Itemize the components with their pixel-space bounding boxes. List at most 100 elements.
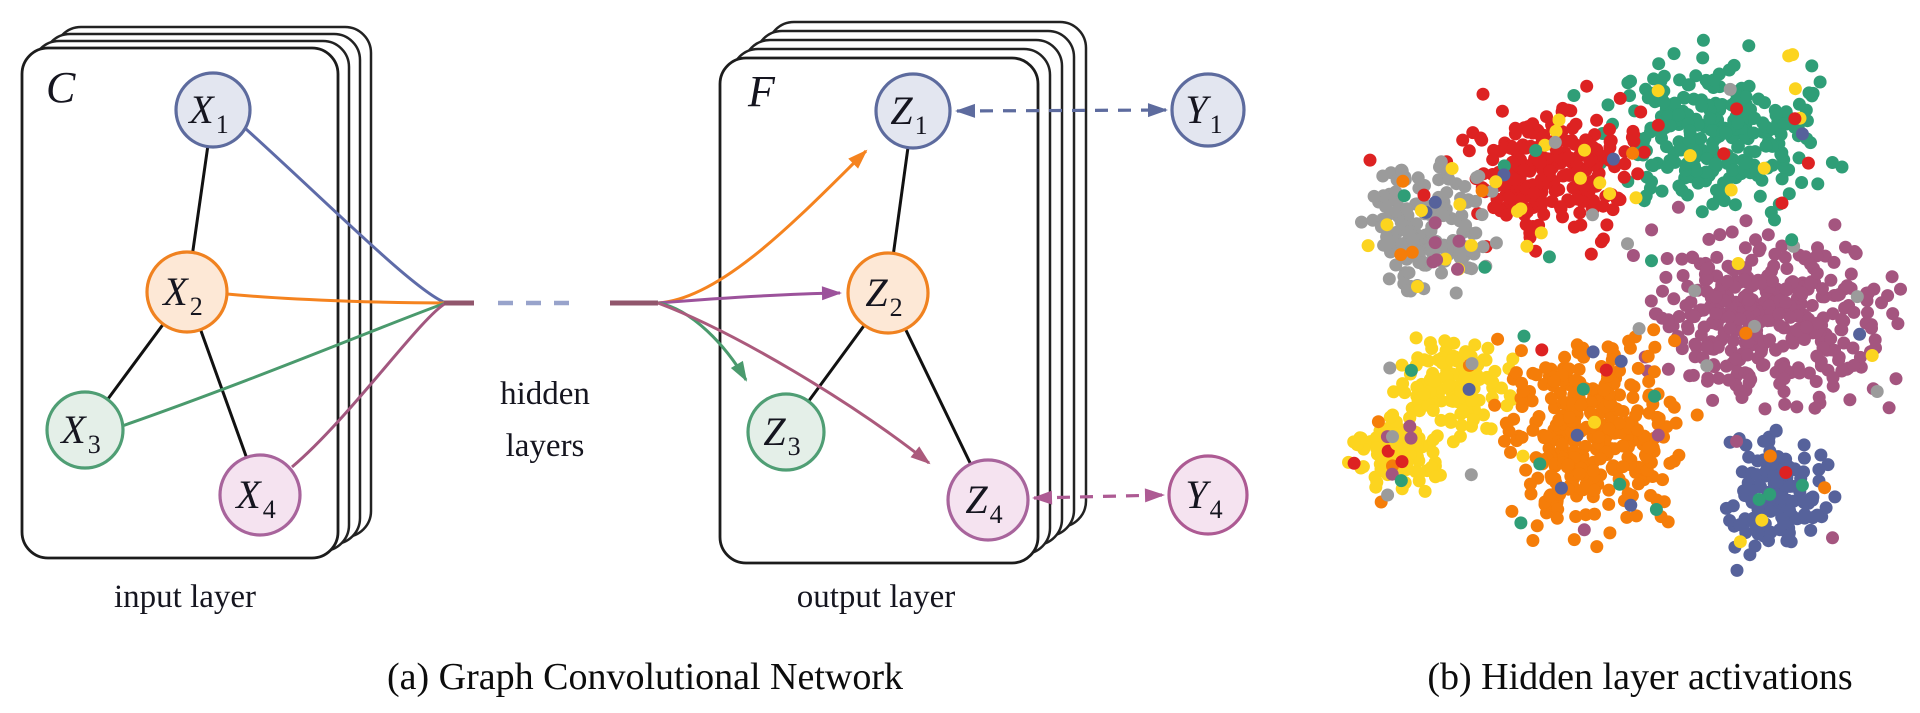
data-point [1642,441,1656,455]
data-point [1773,319,1787,333]
data-point [1657,69,1671,83]
data-point [1355,215,1368,229]
fanin-line-X1 [244,127,447,305]
data-point [1754,345,1768,359]
data-point [1814,448,1828,462]
data-point [1488,398,1502,412]
data-point [1565,134,1579,147]
data-point [1616,460,1630,474]
data-point [1723,321,1737,335]
data-point [1655,311,1669,325]
data-point [1697,303,1711,317]
data-point [1569,510,1583,523]
link-Z1-Y1 [955,103,1168,118]
data-point [1481,341,1495,355]
data-point [1570,428,1584,442]
data-point [1452,234,1466,248]
data-point [1686,368,1700,382]
data-point [1395,164,1409,178]
data-point [1742,39,1756,53]
data-point [1500,417,1514,431]
data-point [1409,331,1423,345]
data-point [1603,135,1617,148]
data-point [1752,92,1765,106]
data-point [1825,156,1839,169]
data-point [1649,503,1663,516]
data-point [1826,531,1839,545]
data-point [1720,274,1734,288]
data-point [1626,391,1640,404]
data-point [1724,183,1738,197]
data-point [1371,415,1385,429]
data-point [1706,393,1720,407]
data-point [1395,455,1409,469]
data-point [1451,262,1464,276]
data-point [1535,343,1549,357]
data-point [1508,173,1522,186]
data-point [1780,262,1794,275]
data-point [1669,416,1683,430]
data-point [1472,169,1486,183]
data-point [1539,361,1553,375]
data-point [1596,232,1610,246]
data-point [1442,172,1456,186]
data-point [1811,177,1825,191]
data-point [1739,156,1753,170]
data-point [1542,250,1556,264]
data-point [1695,205,1709,219]
data-point [1530,519,1544,533]
data-point [1738,241,1752,255]
data-point [1683,149,1697,163]
data-point [1634,105,1648,119]
data-point [1706,142,1720,156]
data-point [1533,457,1547,471]
data-point [1840,279,1854,293]
data-point [1626,146,1640,160]
node-X2: X2 [145,250,229,334]
data-point [1570,192,1584,206]
data-point [1722,373,1736,387]
data-point [1629,191,1643,205]
data-point [1642,375,1656,388]
data-point [1682,134,1696,148]
data-point [1400,202,1414,216]
data-point [1651,428,1665,442]
data-point [1686,251,1700,265]
data-point [1668,334,1682,348]
data-point [1818,481,1832,495]
data-point [1723,514,1737,527]
data-point [1655,184,1669,198]
data-point [1648,340,1662,354]
data-point [1586,208,1599,222]
node-circle-Z1 [874,72,952,150]
data-point [1524,487,1538,501]
data-point [1681,322,1695,336]
data-point [1584,247,1598,261]
data-point [1456,404,1470,418]
data-point [1783,310,1797,324]
fanin-line-X4 [291,301,447,469]
data-point [1647,365,1661,379]
data-point [1727,334,1740,348]
data-point [1504,445,1517,459]
data-point [1778,397,1792,411]
data-point [1651,118,1665,132]
data-point [1723,82,1737,96]
data-point [1739,326,1753,340]
data-point [1777,117,1791,131]
node-Z1: Z1 [874,72,952,150]
data-point [1597,383,1611,397]
data-point [1514,202,1528,216]
data-point [1475,208,1489,222]
data-point [1469,226,1483,240]
data-point [1506,141,1520,155]
data-point [1576,382,1590,396]
data-point [1793,366,1806,380]
data-point [1583,154,1597,168]
data-point [1751,454,1765,468]
caption-a: (a) Graph Convolutional Network [386,656,904,698]
data-point [1515,430,1529,444]
data-point [1621,450,1635,464]
data-point [1426,433,1440,447]
data-point [1446,435,1460,449]
